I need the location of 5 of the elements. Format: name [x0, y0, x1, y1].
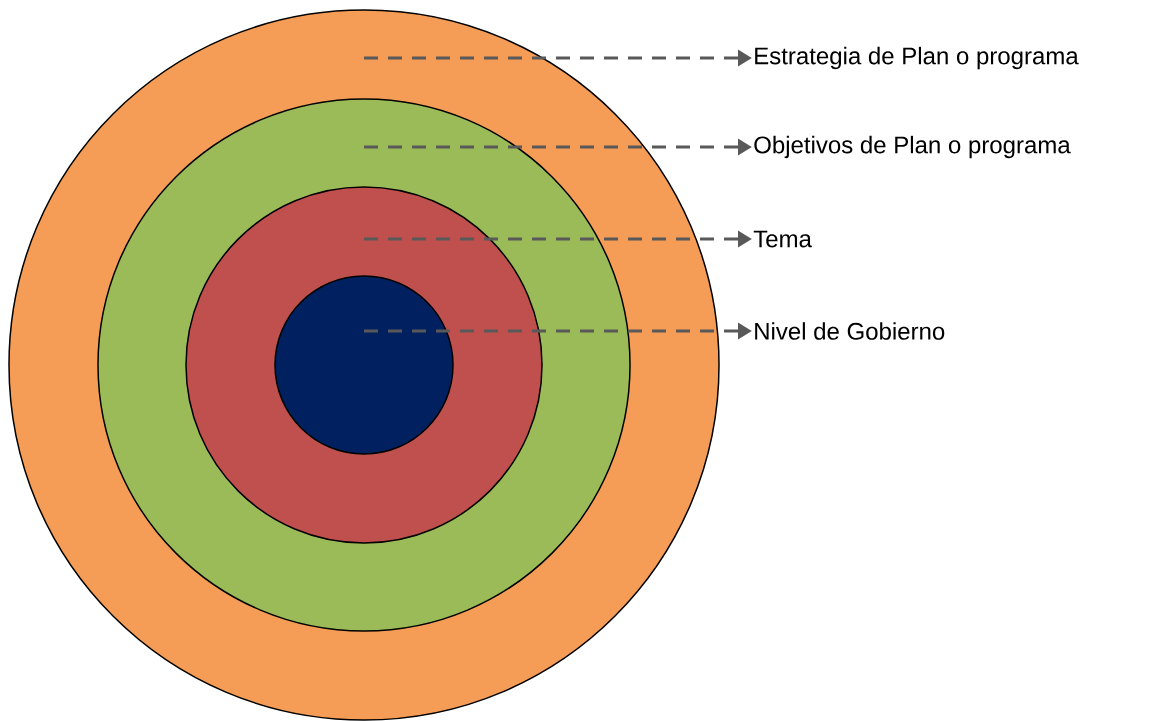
- leader-label: Nivel de Gobierno: [755, 322, 945, 340]
- circle: [274, 275, 454, 455]
- leader-label: Tema: [753, 230, 812, 248]
- leader-label: Estrategia de Plan o programa: [755, 46, 1079, 70]
- leader-label: Objetivos de Plan o programa: [754, 135, 1071, 159]
